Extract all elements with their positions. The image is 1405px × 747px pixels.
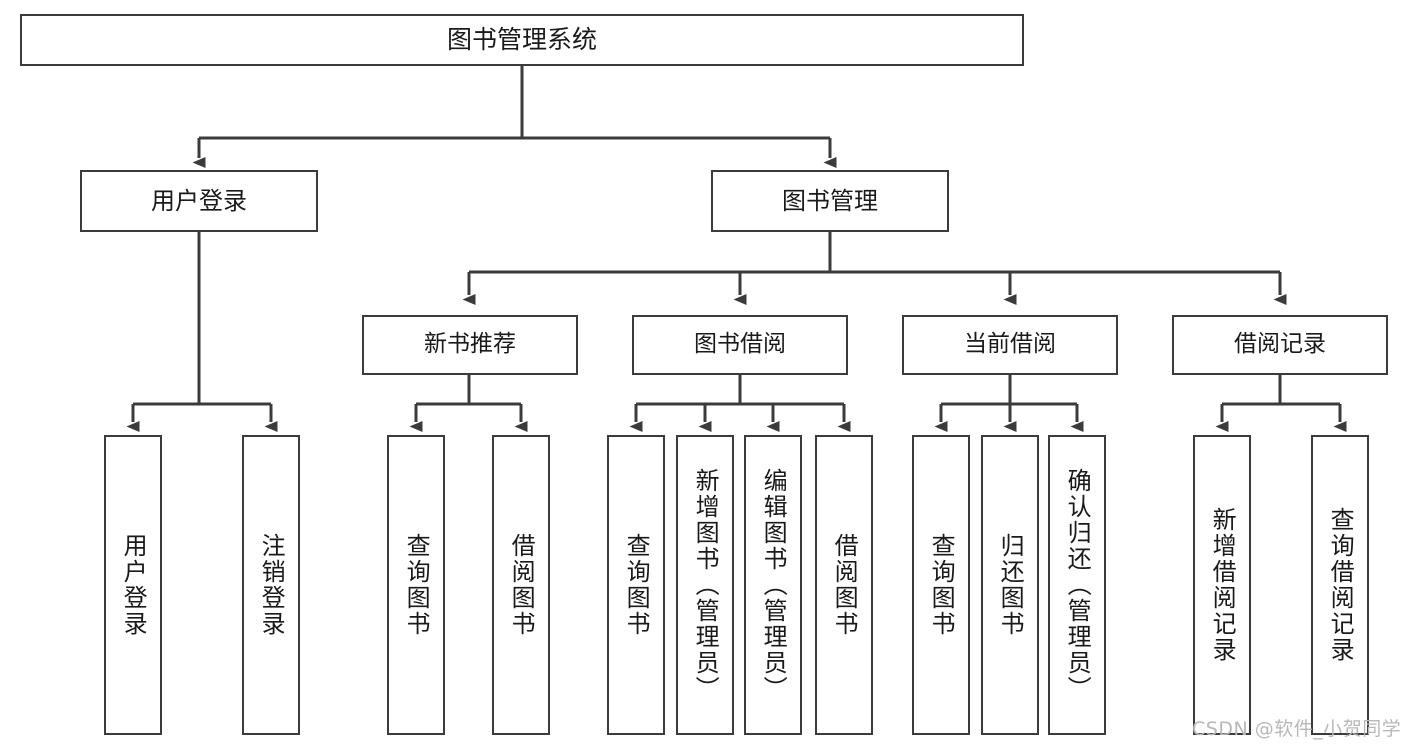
leaf-query-book-borrow[interactable]: 查询图书 xyxy=(607,435,665,735)
node-label: 用户登录 xyxy=(151,186,247,215)
leaf-confirm-return-admin[interactable]: 确认归还（管理员） xyxy=(1048,435,1106,735)
node-label: 归还图书 xyxy=(996,533,1025,637)
node-label: 图书借阅 xyxy=(694,331,786,358)
node-label: 查询图书 xyxy=(927,533,956,637)
leaf-add-book-admin[interactable]: 新增图书（管理员） xyxy=(676,435,734,735)
node-label: 查询图书 xyxy=(402,533,431,637)
node-label: 借阅图书 xyxy=(507,533,536,637)
node-borrow-record[interactable]: 借阅记录 xyxy=(1172,315,1388,375)
node-label: 借阅图书 xyxy=(830,533,859,637)
leaf-query-book-current[interactable]: 查询图书 xyxy=(912,435,970,735)
leaf-logout[interactable]: 注销登录 xyxy=(242,435,300,735)
node-label: 新增图书（管理员） xyxy=(691,468,720,702)
node-label: 确认归还（管理员） xyxy=(1063,468,1092,702)
node-label: 编辑图书（管理员） xyxy=(759,468,788,702)
leaf-edit-book-admin[interactable]: 编辑图书（管理员） xyxy=(744,435,802,735)
node-book-management[interactable]: 图书管理 xyxy=(711,170,949,232)
leaf-add-borrow-record[interactable]: 新增借阅记录 xyxy=(1193,435,1251,735)
node-label: 新增借阅记录 xyxy=(1208,507,1237,663)
node-label: 图书管理 xyxy=(782,186,878,215)
node-label: 注销登录 xyxy=(257,533,286,637)
leaf-query-book-recommend[interactable]: 查询图书 xyxy=(387,435,445,735)
node-current-borrow[interactable]: 当前借阅 xyxy=(902,315,1118,375)
node-user-login[interactable]: 用户登录 xyxy=(80,170,318,232)
node-book-borrow[interactable]: 图书借阅 xyxy=(632,315,848,375)
node-label: 用户登录 xyxy=(119,533,148,637)
leaf-user-login[interactable]: 用户登录 xyxy=(104,435,162,735)
node-label: 新书推荐 xyxy=(424,331,516,358)
node-label: 当前借阅 xyxy=(964,331,1056,358)
leaf-query-borrow-record[interactable]: 查询借阅记录 xyxy=(1311,435,1369,735)
node-label: 查询借阅记录 xyxy=(1326,507,1355,663)
node-label: 借阅记录 xyxy=(1234,331,1326,358)
node-label: 图书管理系统 xyxy=(446,25,597,55)
node-root-system[interactable]: 图书管理系统 xyxy=(20,14,1024,66)
node-new-book-recommend[interactable]: 新书推荐 xyxy=(362,315,578,375)
node-label: 查询图书 xyxy=(622,533,651,637)
leaf-borrow-book[interactable]: 借阅图书 xyxy=(815,435,873,735)
leaf-return-book[interactable]: 归还图书 xyxy=(981,435,1039,735)
leaf-borrow-book-recommend[interactable]: 借阅图书 xyxy=(492,435,550,735)
